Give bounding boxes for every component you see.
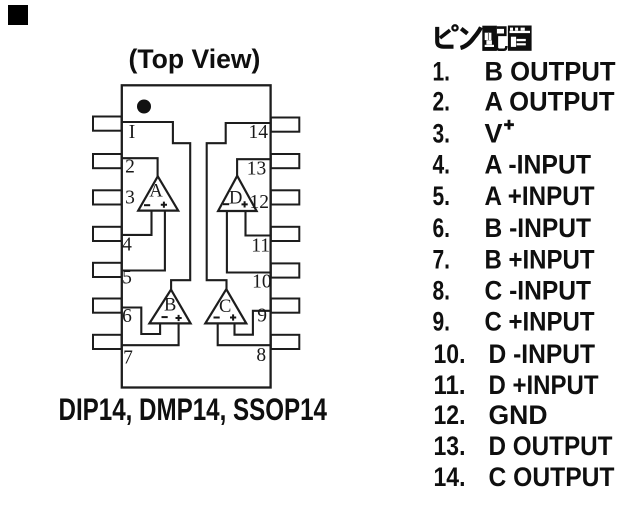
svg-text:6: 6 bbox=[122, 306, 132, 327]
svg-text:4: 4 bbox=[122, 235, 132, 256]
svg-text:1.: 1. bbox=[433, 57, 451, 87]
svg-text:13.: 13. bbox=[434, 431, 466, 461]
svg-text:GND: GND bbox=[489, 400, 548, 430]
svg-text:I: I bbox=[129, 122, 136, 143]
svg-text:D OUTPUT: D OUTPUT bbox=[489, 431, 613, 461]
svg-text:11: 11 bbox=[251, 236, 270, 257]
svg-text:8: 8 bbox=[256, 345, 266, 366]
svg-text:A: A bbox=[149, 181, 163, 201]
svg-text:A OUTPUT: A OUTPUT bbox=[485, 87, 615, 117]
svg-text:B +INPUT: B +INPUT bbox=[485, 245, 595, 275]
svg-text:(Top View): (Top View) bbox=[129, 44, 261, 74]
svg-text:8.: 8. bbox=[433, 276, 451, 306]
svg-text:11.: 11. bbox=[434, 370, 466, 400]
svg-text:5.: 5. bbox=[433, 181, 451, 211]
svg-text:10: 10 bbox=[252, 272, 272, 293]
svg-text:7.: 7. bbox=[433, 245, 451, 275]
svg-text:13: 13 bbox=[247, 159, 267, 180]
svg-text:5: 5 bbox=[122, 268, 132, 289]
svg-text:C OUTPUT: C OUTPUT bbox=[489, 462, 615, 492]
svg-text:4.: 4. bbox=[433, 150, 451, 180]
svg-text:A +INPUT: A +INPUT bbox=[485, 181, 595, 211]
svg-text:B -INPUT: B -INPUT bbox=[485, 213, 592, 243]
svg-text:12: 12 bbox=[250, 192, 270, 213]
svg-text:3.: 3. bbox=[433, 119, 451, 149]
svg-text:2.: 2. bbox=[433, 87, 451, 117]
svg-text:B: B bbox=[164, 295, 176, 315]
svg-text:9: 9 bbox=[257, 305, 267, 326]
svg-text:B OUTPUT: B OUTPUT bbox=[485, 57, 616, 87]
svg-text:V: V bbox=[485, 119, 503, 149]
svg-text:C: C bbox=[219, 297, 231, 317]
svg-text:2: 2 bbox=[125, 157, 135, 178]
svg-text:D: D bbox=[229, 189, 242, 209]
svg-text:C +INPUT: C +INPUT bbox=[485, 307, 595, 337]
svg-text:7: 7 bbox=[123, 348, 133, 369]
svg-text:6.: 6. bbox=[433, 213, 451, 243]
svg-text:DIP14, DMP14, SSOP14: DIP14, DMP14, SSOP14 bbox=[59, 392, 328, 427]
svg-text:3: 3 bbox=[125, 188, 135, 209]
svg-text:D +INPUT: D +INPUT bbox=[489, 370, 599, 400]
svg-text:14.: 14. bbox=[434, 462, 466, 492]
svg-text:10.: 10. bbox=[434, 339, 466, 369]
svg-text:12.: 12. bbox=[434, 400, 466, 430]
svg-text:9.: 9. bbox=[433, 307, 451, 337]
svg-text:C -INPUT: C -INPUT bbox=[485, 276, 592, 306]
svg-text:A -INPUT: A -INPUT bbox=[485, 150, 592, 180]
svg-text:14: 14 bbox=[249, 122, 269, 143]
svg-text:D -INPUT: D -INPUT bbox=[489, 339, 596, 369]
